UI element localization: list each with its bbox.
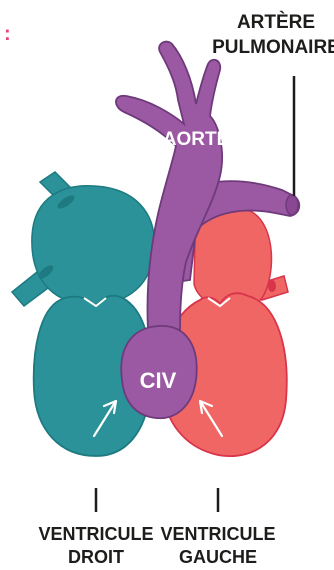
cropped-colon: :: [4, 23, 11, 45]
left-ventricle-label-line2: GAUCHE: [179, 547, 257, 567]
left-ventricle-label-line1: VENTRICULE: [160, 524, 275, 544]
aorta-label: AORTE: [163, 129, 230, 150]
civ-label: CIV: [140, 368, 177, 393]
pulmonary-artery-label-line1: ARTÈRE: [237, 11, 315, 33]
right-ventricle-label-line2: DROIT: [68, 547, 124, 567]
right-ventricle-label-line1: VENTRICULE: [38, 524, 153, 544]
pulmonary-artery-label-line2: PULMONAIRE: [212, 37, 334, 58]
right-atrium: [12, 172, 154, 306]
